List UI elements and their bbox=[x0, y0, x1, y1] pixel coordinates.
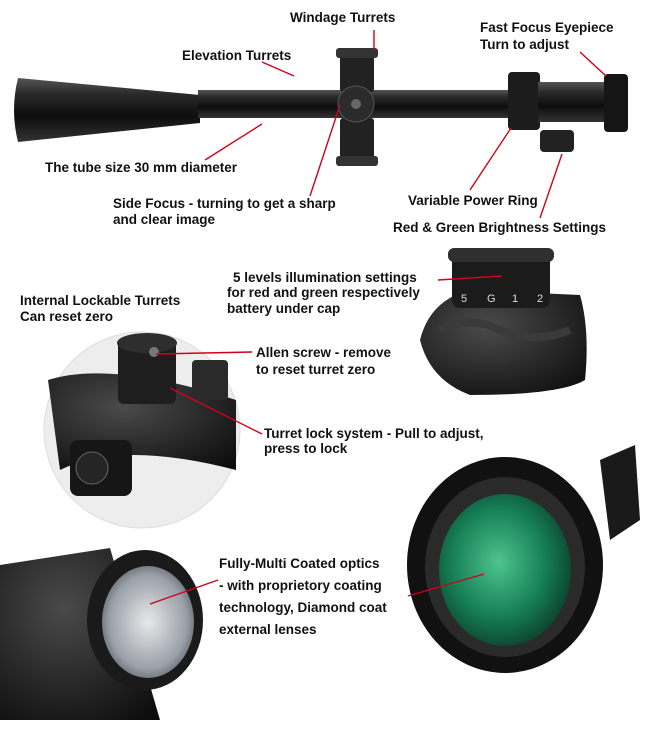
label-optics-line2: - with proprietory coating bbox=[219, 578, 382, 593]
label-lockable-line2: Can reset zero bbox=[20, 309, 114, 324]
illumination-dial-photo bbox=[420, 248, 587, 395]
label-lockable-line1: Internal Lockable Turrets bbox=[20, 293, 181, 308]
label-eyepiece-line1: Fast Focus Eyepiece bbox=[480, 20, 614, 35]
callout-lines bbox=[149, 30, 607, 605]
label-brightness-settings: Red & Green Brightness Settings bbox=[393, 220, 607, 235]
label-variable-power-ring: Variable Power Ring bbox=[408, 193, 538, 208]
label-elevation-turrets: Elevation Turrets bbox=[182, 48, 292, 63]
label-allen-screw-line1: Allen screw - remove bbox=[256, 345, 392, 360]
label-side-focus-line1: Side Focus - turning to get a sharp bbox=[113, 196, 336, 211]
label-optics-line1: Fully-Multi Coated optics bbox=[219, 556, 380, 571]
label-windage-turrets: Windage Turrets bbox=[290, 10, 396, 25]
label-tube-size: The tube size 30 mm diameter bbox=[45, 160, 238, 175]
label-allen-screw-line2: to reset turret zero bbox=[256, 362, 376, 377]
dial-mark-5: 5 bbox=[461, 293, 467, 305]
coated-optics-photo bbox=[0, 548, 203, 720]
rifle-scope bbox=[14, 48, 628, 166]
label-illumination-line3: battery under cap bbox=[227, 301, 341, 316]
label-turret-lock-line1: Turret lock system - Pull to adjust, bbox=[264, 426, 484, 441]
label-turret-lock-line2: press to lock bbox=[264, 441, 348, 456]
label-eyepiece-line2: Turn to adjust bbox=[480, 37, 569, 52]
label-side-focus-line2: and clear image bbox=[113, 212, 216, 227]
label-illumination-line1: 5 levels illumination settings bbox=[233, 270, 417, 285]
label-optics-line4: external lenses bbox=[219, 622, 317, 637]
dial-mark-1: 1 bbox=[512, 293, 518, 305]
lockable-turret-photo bbox=[43, 331, 241, 529]
objective-lens-photo bbox=[407, 445, 640, 673]
label-illumination-line2: for red and green respectively bbox=[227, 285, 420, 300]
dial-mark-2: 2 bbox=[537, 293, 543, 305]
dial-mark-g: G bbox=[487, 293, 496, 305]
label-optics-line3: technology, Diamond coat bbox=[219, 600, 387, 615]
